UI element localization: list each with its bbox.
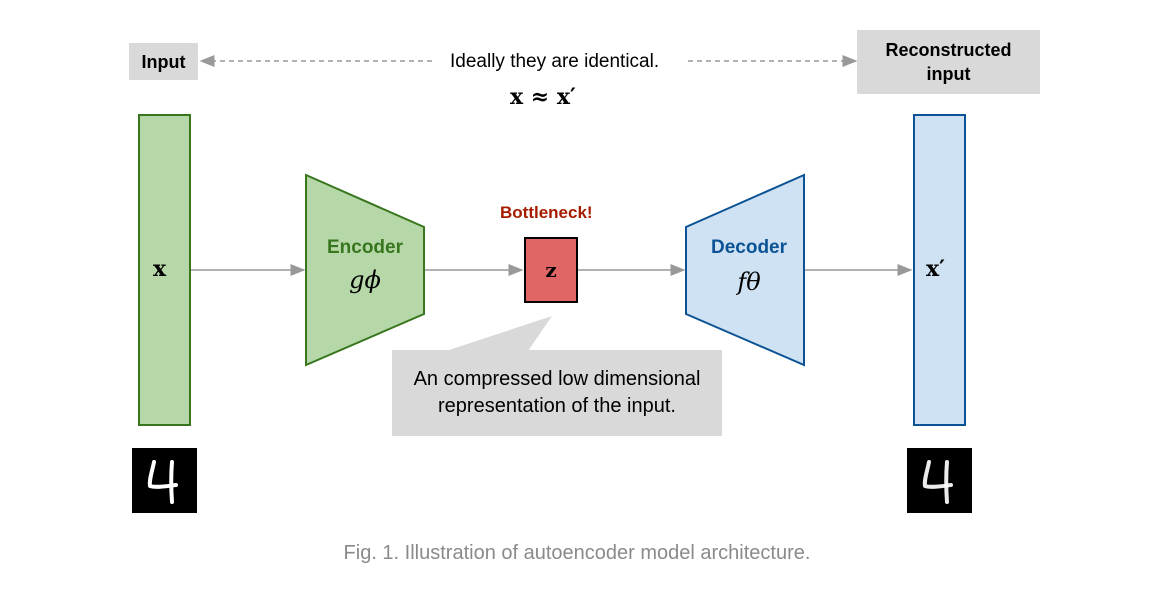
reconstructed-input-label: Reconstructed input <box>857 30 1040 94</box>
output-x-prime-symbol: x′ <box>926 256 945 282</box>
z-symbol: z <box>545 258 557 282</box>
figure-caption: Fig. 1. Illustration of autoencoder mode… <box>343 542 811 564</box>
digit-four-icon <box>922 460 953 504</box>
output-vector-bar <box>913 114 966 426</box>
reconstructed-line1: Reconstructed <box>885 40 1012 60</box>
bottleneck-z-box: z <box>524 237 578 303</box>
decoder-function: fθ <box>737 268 761 296</box>
input-label-text: Input <box>141 51 186 72</box>
encoder-function: gϕ <box>349 266 381 294</box>
output-digit-image <box>907 448 972 513</box>
callout-pointer <box>446 316 552 351</box>
input-x-symbol: x <box>153 256 167 282</box>
decoder-shape <box>685 173 805 367</box>
approx-formula: x ≈ x′ <box>510 84 576 110</box>
input-label: Input <box>129 43 198 80</box>
digit-four-icon <box>147 460 178 504</box>
input-vector-bar <box>138 114 191 426</box>
encoder-shape <box>305 173 425 367</box>
reconstructed-line2: input <box>926 64 971 84</box>
ideal-text: Ideally they are identical. <box>450 51 660 72</box>
input-digit-image <box>132 448 197 513</box>
callout-line2: representation of the input. <box>438 395 676 417</box>
encoder-title: Encoder <box>326 237 404 258</box>
decoder-title: Decoder <box>710 237 788 258</box>
callout-line1: An compressed low dimensional <box>413 368 701 390</box>
bottleneck-title: Bottleneck! <box>500 203 593 222</box>
bottleneck-callout: An compressed low dimensional representa… <box>392 350 722 436</box>
